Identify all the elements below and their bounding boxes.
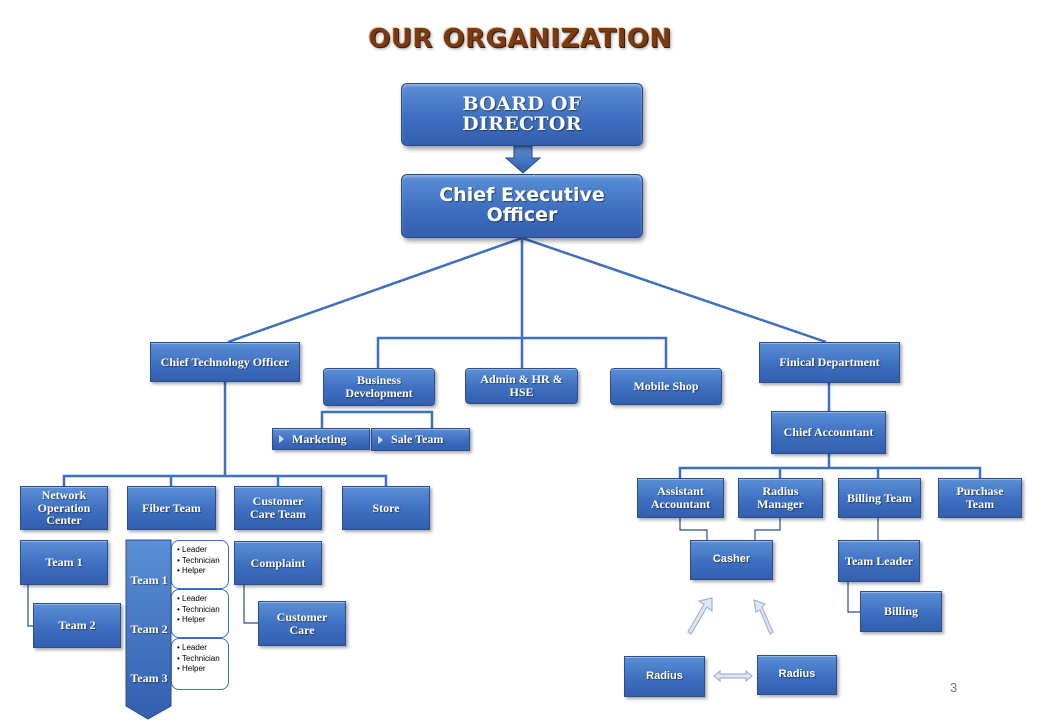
radius-manager-box: Radius Manager [738, 478, 823, 518]
customer-care-team-box: Customer Care Team [234, 486, 322, 530]
business-development-box: Business Development [323, 368, 435, 406]
ceo-box: Chief Executive Officer [401, 174, 643, 238]
fiber-team-3-label: Team 3 [130, 671, 168, 685]
member-item: Technician [177, 605, 226, 616]
member-item: Helper [177, 566, 226, 577]
fiber-team-box: Fiber Team [127, 486, 216, 530]
cto-box: Chief Technology Officer [150, 342, 300, 382]
billing-box: Billing [860, 591, 942, 632]
pointer-icon [279, 435, 284, 443]
radius-box-right: Radius [757, 655, 837, 695]
noc-team-2-box: Team 2 [33, 603, 121, 648]
purchase-team-box: Purchase Team [938, 478, 1022, 518]
sale-team-box: Sale Team [371, 428, 470, 451]
billing-team-box: Billing Team [838, 478, 921, 518]
marketing-label: Marketing [292, 431, 347, 446]
board-of-director-box: BOARD OF DIRECTOR [401, 83, 643, 146]
team-leader-box: Team Leader [838, 540, 920, 582]
member-item: Helper [177, 615, 226, 626]
radius-box-left: Radius [624, 656, 705, 697]
noc-team-1-box: Team 1 [20, 540, 108, 585]
fiber-team-3-members: Leader Technician Helper [171, 638, 229, 690]
member-item: Technician [177, 654, 226, 665]
fiber-team-1-members: Leader Technician Helper [171, 540, 229, 589]
member-item: Helper [177, 664, 226, 675]
page-title: OUR ORGANIZATION [368, 24, 672, 54]
admin-hr-hse-box: Admin & HR & HSE [465, 368, 578, 404]
chief-accountant-box: Chief Accountant [771, 411, 886, 454]
fiber-team-2-label: Team 2 [130, 622, 168, 636]
fiber-team-1-label: Team 1 [130, 573, 168, 587]
noc-box: Network Operation Center [20, 486, 108, 530]
finance-department-box: Finical Department [759, 342, 900, 383]
assistant-accountant-box: Assistant Accountant [637, 478, 724, 518]
member-item: Leader [177, 643, 226, 654]
sale-team-label: Sale Team [391, 432, 444, 447]
member-item: Leader [177, 545, 226, 556]
member-item: Technician [177, 556, 226, 567]
mobile-shop-box: Mobile Shop [610, 368, 722, 405]
pointer-icon [378, 435, 383, 444]
customer-care-box: Customer Care [258, 601, 346, 646]
member-item: Leader [177, 594, 226, 605]
marketing-box: Marketing [272, 428, 370, 450]
fiber-team-2-members: Leader Technician Helper [171, 589, 229, 638]
store-box: Store [342, 486, 430, 530]
complaint-box: Complaint [234, 541, 322, 585]
page-number: 3 [950, 680, 958, 695]
casher-box: Casher [690, 540, 773, 580]
